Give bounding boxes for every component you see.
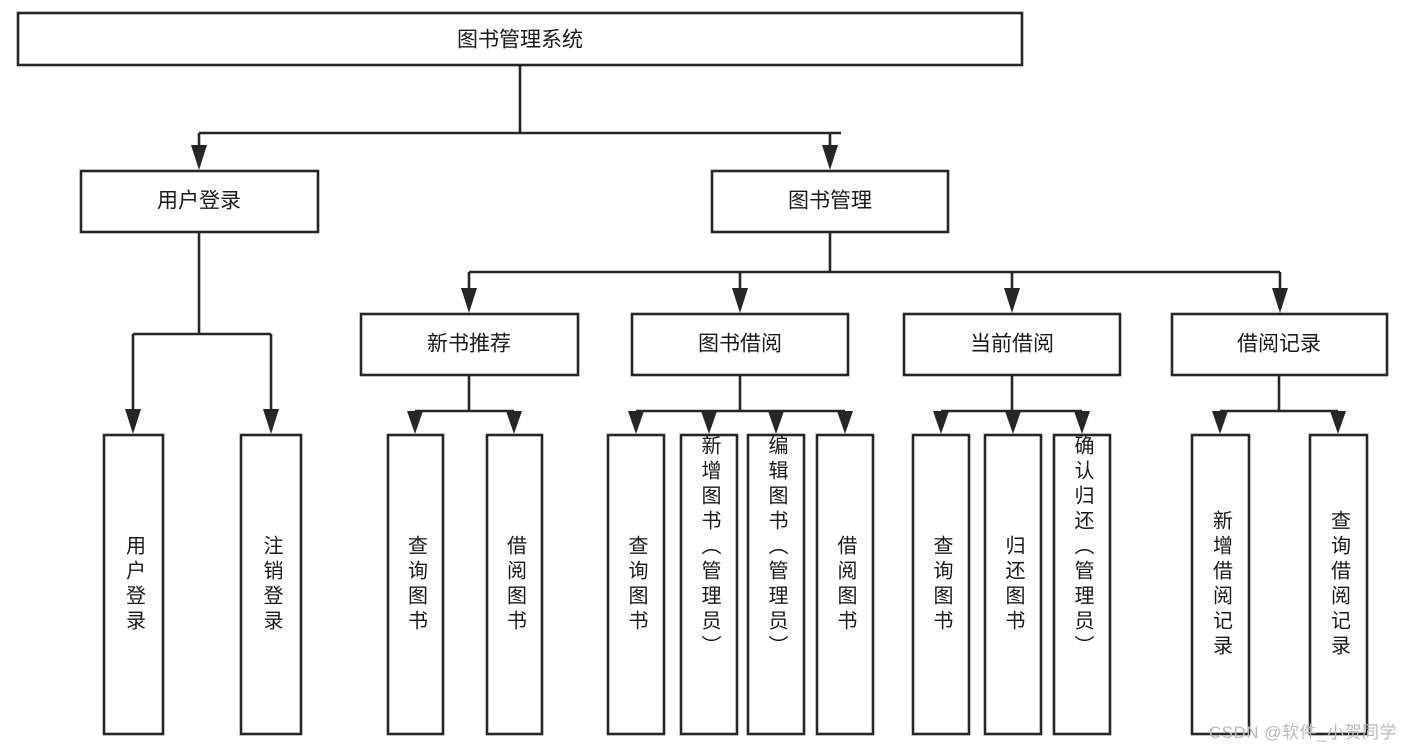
node-new-book-recommend-label: 新书推荐 xyxy=(427,333,511,356)
node-new-book-recommend-box[interactable] xyxy=(359,312,580,377)
arrow-head-icon xyxy=(191,145,207,170)
node-book-management[interactable]: 图书管理 xyxy=(710,169,950,234)
arrow-head-icon xyxy=(732,288,748,313)
leaf-box-query-book-new[interactable] xyxy=(386,433,445,736)
watermark-text: CSDN @软件_小贺同学 xyxy=(1208,723,1397,742)
node-new-book-recommend[interactable]: 新书推荐 xyxy=(359,312,580,377)
node-current-borrow[interactable]: 当前借阅 xyxy=(902,312,1122,377)
arrow-head-icon xyxy=(768,411,784,434)
connector-root-to-level2 xyxy=(191,65,841,170)
node-book-management-label: 图书管理 xyxy=(788,190,872,213)
arrow-head-icon xyxy=(125,409,141,434)
node-user-login-label: 用户登录 xyxy=(157,190,241,213)
arrow-head-icon xyxy=(263,409,279,434)
leaf-box-add-borrow-record[interactable] xyxy=(1190,433,1251,736)
leaf-box-logout[interactable] xyxy=(239,433,303,736)
connector-current-borrow-to-leaves xyxy=(933,375,1090,434)
leaf-box-confirm-return-admin[interactable] xyxy=(1052,433,1112,736)
leaf-box-borrow-book[interactable] xyxy=(815,433,875,736)
node-current-borrow-label: 当前借阅 xyxy=(970,333,1054,356)
node-user-login-box[interactable] xyxy=(79,169,320,234)
connector-new-book-recommend-to-leaves xyxy=(407,375,522,434)
connector-book-management-to-level3 xyxy=(461,232,1288,313)
connector-book-borrow-to-leaves xyxy=(628,375,853,434)
leaf-box-query-borrow-record[interactable] xyxy=(1308,433,1369,736)
leaf-box-add-book-admin[interactable] xyxy=(679,433,739,736)
node-root-box[interactable] xyxy=(16,11,1024,67)
arrow-head-icon xyxy=(628,411,644,434)
leaf-box-return-book[interactable] xyxy=(983,433,1043,736)
arrow-head-icon xyxy=(506,411,522,434)
arrow-head-icon xyxy=(407,411,423,434)
node-book-borrow-label: 图书借阅 xyxy=(698,333,782,356)
leaf-box-user-login[interactable] xyxy=(102,433,165,736)
node-borrow-records-label: 借阅记录 xyxy=(1237,333,1321,356)
arrow-head-icon xyxy=(822,145,838,170)
arrow-head-icon xyxy=(461,288,477,313)
arrow-head-icon xyxy=(933,411,949,434)
arrow-head-icon xyxy=(1004,288,1020,313)
connector-user-login-to-leaves xyxy=(125,232,279,434)
node-current-borrow-box[interactable] xyxy=(902,312,1122,377)
arrow-head-icon xyxy=(1330,411,1346,434)
node-borrow-records[interactable]: 借阅记录 xyxy=(1170,312,1389,377)
node-root[interactable]: 图书管理系统 xyxy=(16,11,1024,67)
leaf-boxes-group xyxy=(102,433,1369,736)
node-user-login[interactable]: 用户登录 xyxy=(79,169,320,234)
leaf-box-edit-book-admin[interactable] xyxy=(746,433,806,736)
node-root-label: 图书管理系统 xyxy=(457,29,583,52)
leaf-box-borrow-book-new[interactable] xyxy=(485,433,544,736)
arrow-head-icon xyxy=(1074,411,1090,434)
arrow-head-icon xyxy=(1212,411,1228,434)
leaf-box-query-book-borrow[interactable] xyxy=(606,433,666,736)
arrow-head-icon xyxy=(1005,411,1021,434)
arrow-head-icon xyxy=(1272,288,1288,313)
arrow-head-icon xyxy=(837,411,853,434)
leaf-box-query-book-current[interactable] xyxy=(911,433,971,736)
arrow-head-icon xyxy=(701,411,717,434)
connector-borrow-records-to-leaves xyxy=(1212,375,1346,434)
node-book-borrow[interactable]: 图书借阅 xyxy=(630,312,850,377)
